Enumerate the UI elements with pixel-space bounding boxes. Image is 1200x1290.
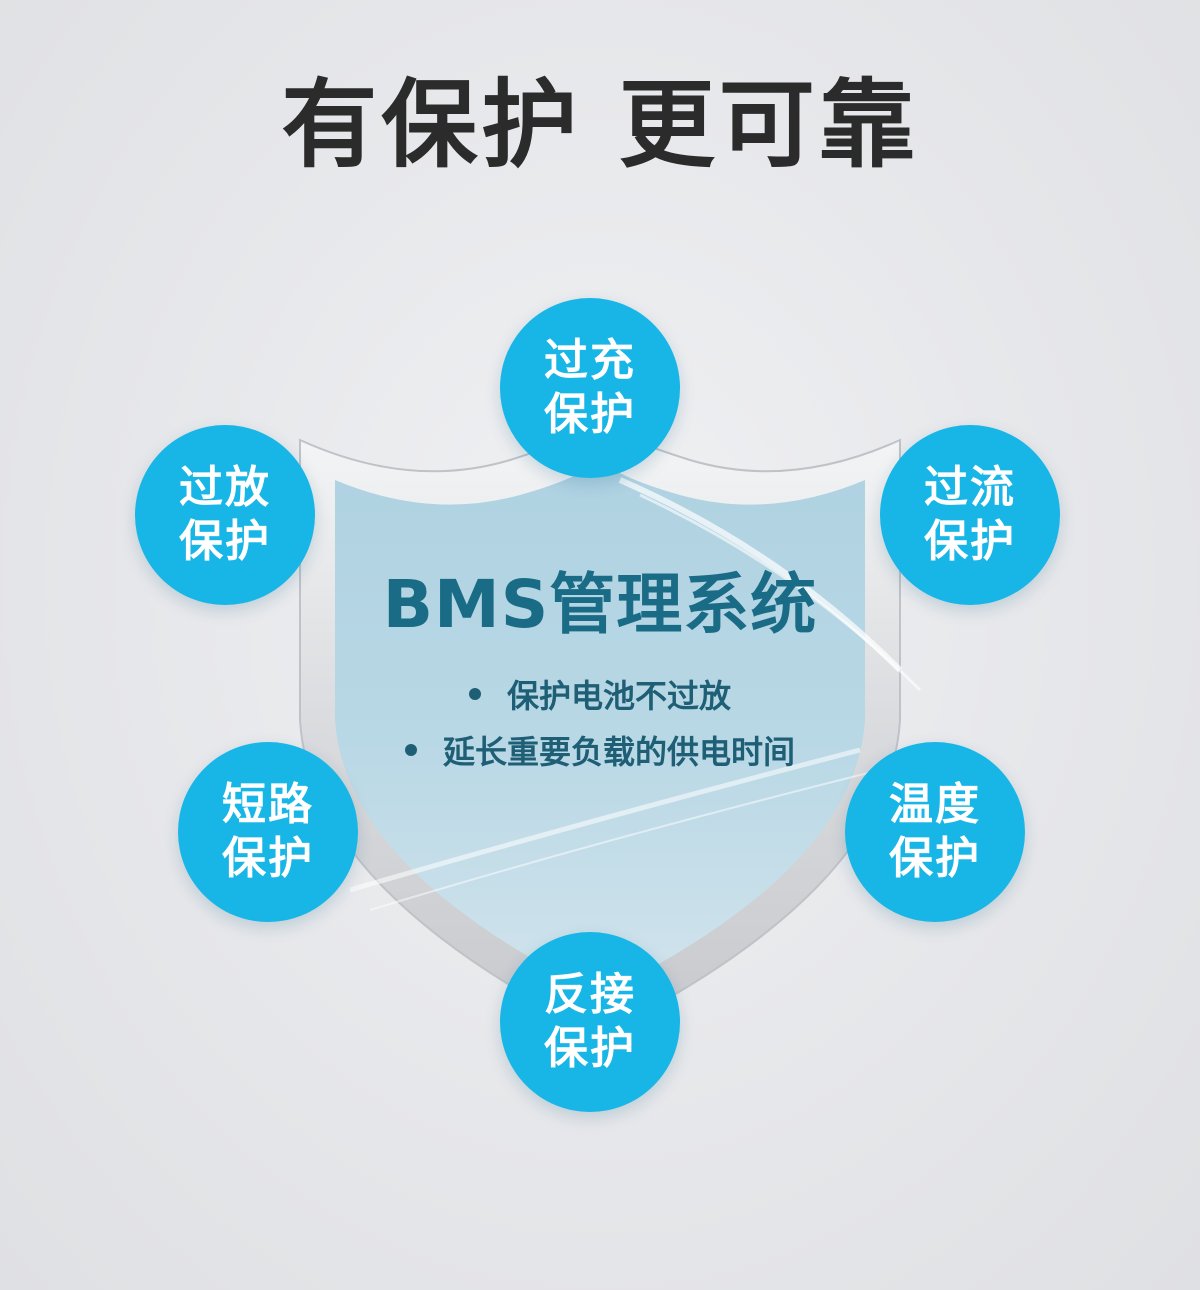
shield-icon xyxy=(299,420,922,1037)
feature-label-line2: 保护 xyxy=(179,516,271,567)
feature-label-line2: 保护 xyxy=(544,1023,636,1074)
feature-overcharge: 过充 保护 xyxy=(500,298,680,478)
center-title: BMS管理系统 xyxy=(382,566,818,643)
shield-graphic xyxy=(260,420,940,1040)
feature-label-line1: 反接 xyxy=(544,969,636,1020)
bullet-item: 保护电池不过放 xyxy=(300,668,900,724)
feature-temperature: 温度 保护 xyxy=(845,742,1025,922)
feature-label-line2: 保护 xyxy=(889,833,981,884)
feature-short-circuit: 短路 保护 xyxy=(178,742,358,922)
bullet-item: 延长重要负载的供电时间 xyxy=(300,724,900,780)
feature-label-line1: 过充 xyxy=(544,335,636,386)
page-title: 有保护 更可靠 xyxy=(281,69,919,181)
feature-overdischarge: 过放 保护 xyxy=(135,425,315,605)
feature-label-line1: 短路 xyxy=(222,779,314,830)
bullet-list: 保护电池不过放 延长重要负载的供电时间 xyxy=(300,668,900,780)
feature-label-line1: 温度 xyxy=(889,779,981,830)
feature-label-line2: 保护 xyxy=(222,833,314,884)
center-content: BMS管理系统 保护电池不过放 延长重要负载的供电时间 xyxy=(300,560,900,796)
bullet-text: 延长重要负载的供电时间 xyxy=(442,733,795,771)
feature-reverse-connection: 反接 保护 xyxy=(500,932,680,1112)
bullet-text: 保护电池不过放 xyxy=(506,677,731,715)
bullet-dot-icon xyxy=(468,688,481,700)
feature-label-line1: 过放 xyxy=(179,462,271,513)
bullet-dot-icon xyxy=(404,744,417,756)
feature-overcurrent: 过流 保护 xyxy=(880,425,1060,605)
feature-label-line2: 保护 xyxy=(544,389,636,440)
feature-label-line2: 保护 xyxy=(924,516,1016,567)
feature-label-line1: 过流 xyxy=(924,462,1016,513)
